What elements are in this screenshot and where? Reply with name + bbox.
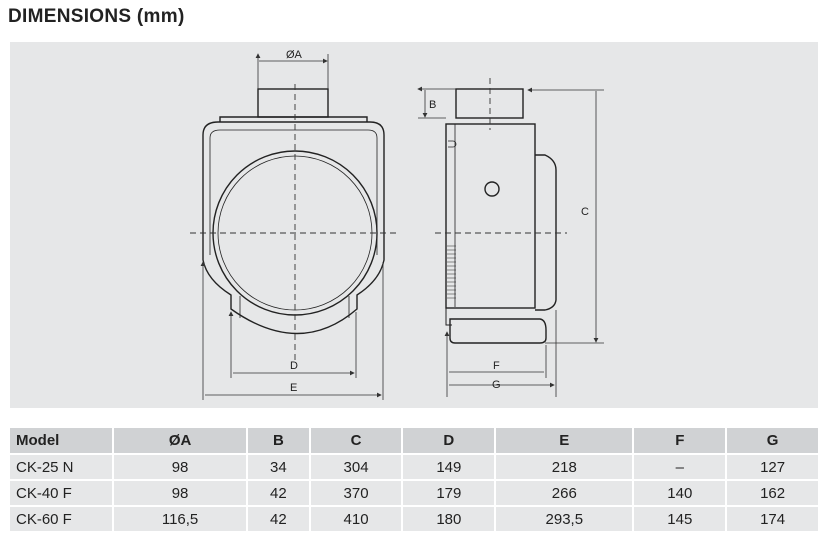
dimension-lines xyxy=(203,54,604,400)
header-f: F xyxy=(634,428,726,453)
table-cell: 98 xyxy=(114,455,247,479)
table-cell: 42 xyxy=(248,481,309,505)
table-cell: 116,5 xyxy=(114,507,247,531)
label-c: C xyxy=(581,206,589,218)
header-model: Model xyxy=(10,428,112,453)
table-cell: 98 xyxy=(114,481,247,505)
header-a: ØA xyxy=(114,428,247,453)
header-d: D xyxy=(403,428,495,453)
table-cell: CK-40 F xyxy=(10,481,112,505)
header-b: B xyxy=(248,428,309,453)
label-e: E xyxy=(290,382,297,394)
table-cell: 149 xyxy=(403,455,495,479)
table-cell: 179 xyxy=(403,481,495,505)
table-cell: 127 xyxy=(727,455,818,479)
label-d: D xyxy=(290,360,298,372)
table-cell: 266 xyxy=(496,481,633,505)
table-cell: 145 xyxy=(634,507,726,531)
table-cell: 370 xyxy=(310,481,402,505)
label-b: B xyxy=(429,99,436,111)
table-cell: 42 xyxy=(248,507,309,531)
table-cell: 140 xyxy=(634,481,726,505)
header-c: C xyxy=(310,428,402,453)
header-e: E xyxy=(496,428,633,453)
table-cell: 293,5 xyxy=(496,507,633,531)
table-cell: – xyxy=(634,455,726,479)
front-view xyxy=(202,88,385,335)
header-g: G xyxy=(727,428,818,453)
center-lines xyxy=(190,78,567,360)
table-cell: 218 xyxy=(496,455,633,479)
side-view xyxy=(445,88,557,344)
table-cell: 180 xyxy=(403,507,495,531)
dimension-diagram: ØA B C D E F G xyxy=(190,49,604,400)
label-a: ØA xyxy=(286,49,303,61)
table-cell: CK-60 F xyxy=(10,507,112,531)
table-cell: 34 xyxy=(248,455,309,479)
table-cell: 304 xyxy=(310,455,402,479)
table-cell: CK-25 N xyxy=(10,455,112,479)
page-title: DIMENSIONS (mm) xyxy=(8,6,185,27)
table-cell: 162 xyxy=(727,481,818,505)
table-cell: 410 xyxy=(310,507,402,531)
table-header-row: Model ØA B C D E F G xyxy=(10,428,818,453)
label-f: F xyxy=(493,360,500,372)
table-cell: 174 xyxy=(727,507,818,531)
label-g: G xyxy=(492,379,501,391)
